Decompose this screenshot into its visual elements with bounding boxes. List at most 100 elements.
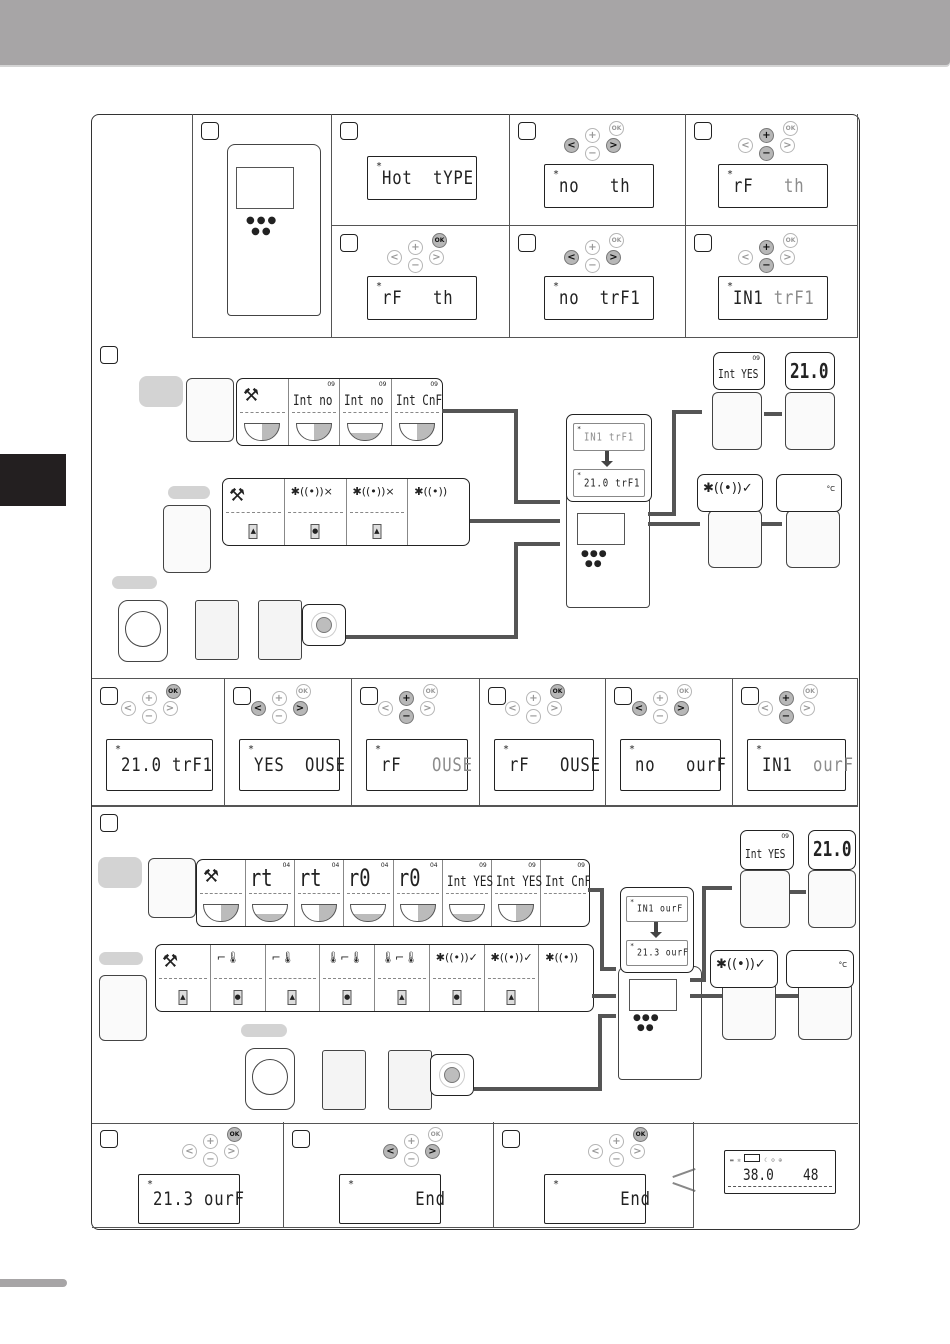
minus-button[interactable]: − [652,709,668,724]
ok-button[interactable]: OK [783,233,798,248]
right-button[interactable]: > [162,701,178,716]
channel-badge: 09 [430,381,438,388]
left-button[interactable]: < [588,1144,603,1159]
plus-button[interactable]: + [609,1134,624,1149]
right-button[interactable]: > [224,1144,239,1159]
temperature-bubble: 21.0 [808,830,856,870]
minus-button[interactable]: − [759,258,774,273]
left-button[interactable]: < [182,1144,197,1159]
ok-button[interactable]: OK [783,121,798,136]
right-button[interactable]: > [606,138,621,153]
ok-button[interactable]: OK [676,684,692,699]
lcd-display: * End [544,1174,650,1224]
minus-button[interactable]: − [759,146,774,161]
right-button[interactable]: > [799,701,815,716]
step-box [340,122,358,140]
ok-button[interactable]: OK [802,684,818,699]
plus-button[interactable]: + [141,691,157,706]
minus-button[interactable]: − [141,709,157,724]
left-button[interactable]: < [387,250,402,265]
controller-lcd-bubble: * IN1 ourF * 21.3 ourF [620,887,694,973]
minus-button[interactable]: − [585,258,600,273]
ok-button[interactable]: OK [633,1127,648,1142]
left-button[interactable]: < [738,138,753,153]
step-cell: <+−>OK*IN1 trF1 [686,226,858,338]
plus-button[interactable]: + [203,1134,218,1149]
wired-thermostat-drawing [186,378,234,442]
lcd-display: *rF th [718,164,828,208]
plus-button[interactable]: + [408,240,423,255]
plus-button[interactable]: + [585,240,600,255]
left-button[interactable]: < [738,250,753,265]
button-pad: < + −> OK [383,1127,463,1174]
ok-button[interactable]: OK [609,121,624,136]
minus-button[interactable]: − [609,1152,624,1167]
sequence-text: Int YES [495,874,542,890]
ok-button[interactable]: OK [609,233,624,248]
ok-button[interactable]: OK [165,684,181,699]
sequence-text: Int no [292,393,332,409]
dial-base-drawing-2 [388,1050,432,1110]
connector-arrow [690,994,726,998]
ok-button[interactable]: OK [227,1127,242,1142]
left-button[interactable]: < [378,701,393,716]
plus-button[interactable]: + [399,691,414,706]
right-button[interactable]: > [292,701,308,716]
button-pad: < + −> OK [564,233,644,280]
led-blink-bubble [430,1054,474,1096]
plus-button[interactable]: + [778,691,794,706]
plus-button[interactable]: + [759,240,774,255]
divider [200,893,243,894]
minus-button[interactable]: − [271,709,287,724]
right-button[interactable]: > [780,138,795,153]
right-button[interactable]: > [420,701,435,716]
left-button[interactable]: < [505,701,520,716]
sequence-step: ⚒▲ [223,479,285,545]
left-button[interactable]: < [250,701,266,716]
minus-button[interactable]: − [408,258,423,273]
right-button[interactable]: > [606,250,621,265]
left-button[interactable]: < [631,701,647,716]
minus-button[interactable]: − [526,709,541,724]
step-cell: <+−>OK*YES OUSE [225,679,352,806]
tools-icon: ⚒ [203,866,220,887]
plus-button[interactable]: + [652,691,668,706]
right-button[interactable]: > [673,701,689,716]
plus-button[interactable]: + [404,1134,419,1149]
controller-lcd-before: * IN1 trF1 [573,423,645,451]
lcd-text: End [354,1188,446,1210]
right-button[interactable]: > [630,1144,645,1159]
ok-button[interactable]: OK [550,684,565,699]
plus-button[interactable]: + [271,691,287,706]
minus-button[interactable]: − [203,1152,218,1167]
minus-button[interactable]: − [778,709,794,724]
connector-arrow [672,410,702,414]
right-button[interactable]: > [547,701,562,716]
left-button[interactable]: < [120,701,136,716]
ok-button[interactable]: OK [423,684,438,699]
ok-button[interactable]: OK [432,233,447,248]
plus-button[interactable]: + [585,128,600,143]
minus-button[interactable]: − [399,709,414,724]
wireless-thermostat-result-2 [798,982,852,1040]
left-button[interactable]: < [564,138,579,153]
minus-button[interactable]: − [404,1152,419,1167]
dial-base-drawing-2 [258,600,302,660]
plus-button[interactable]: + [526,691,541,706]
button-pad: < + −> OK [738,233,818,280]
right-button[interactable]: > [425,1144,440,1159]
connector-arrow [514,500,560,504]
right-button[interactable]: > [429,250,444,265]
left-button[interactable]: < [564,250,579,265]
lcd-text: YES OUSE [254,754,346,776]
ok-button[interactable]: OK [295,684,311,699]
minus-button[interactable]: − [585,146,600,161]
ok-button[interactable]: OK [428,1127,443,1142]
left-button[interactable]: < [757,701,773,716]
plus-button[interactable]: + [759,128,774,143]
lcd-display: *no trF1 [544,276,654,320]
right-button[interactable]: > [780,250,795,265]
step-box [741,687,759,705]
left-button[interactable]: < [383,1144,398,1159]
